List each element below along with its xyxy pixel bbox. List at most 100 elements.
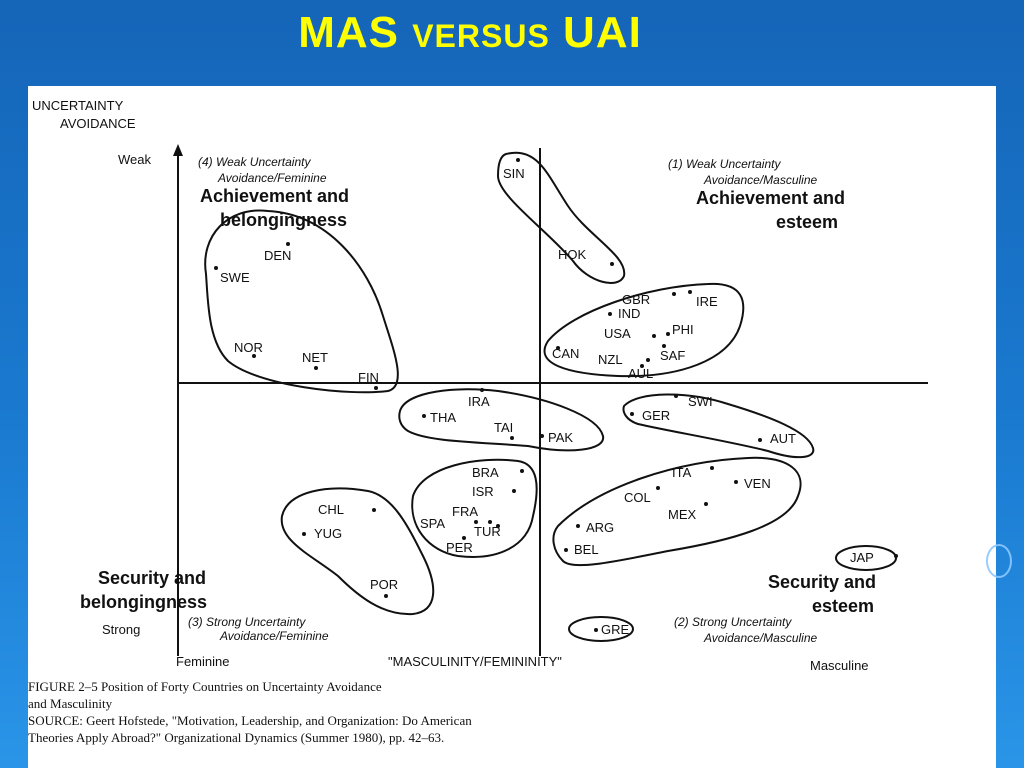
q3-bold2: belongingness [80,592,207,612]
point-chl [372,508,376,512]
country-label: HOK [558,247,587,262]
point-tur [462,536,466,540]
country-label: IRA [468,394,490,409]
country-label: BRA [472,465,499,480]
country-label: ARG [586,520,614,535]
point-gbr [672,292,676,296]
point-gre [594,628,598,632]
country-label: JAP [850,550,874,565]
country-label: CAN [552,346,579,361]
slide-title: MAS VERSUS UAI [0,8,940,58]
country-label: NOR [234,340,263,355]
country-label: BEL [574,542,599,557]
point-nzl [646,358,650,362]
country-label: POR [370,577,398,592]
point-ger [630,412,634,416]
q2-bold2: esteem [812,596,874,616]
point-bra [520,469,524,473]
y-axis-title-2: AVOIDANCE [60,116,136,131]
cluster-germanic [622,393,815,459]
slide-nav-button[interactable] [986,544,1012,578]
country-label: ISR [472,484,494,499]
point-fra [488,520,492,524]
point-ita [710,466,714,470]
y-top-label: Weak [118,152,151,167]
point-spa [474,520,478,524]
point-pak [540,434,544,438]
y-bottom-label: Strong [102,622,140,637]
point-can [556,346,560,350]
point-swi [674,394,678,398]
country-label: THA [430,410,456,425]
cluster-latin-europe [411,458,538,558]
hofstede-figure: UNCERTAINTY AVOIDANCE Weak Strong Femini… [28,86,996,768]
country-label: VEN [744,476,771,491]
cluster-latin-america [552,456,802,567]
point-bel [564,548,568,552]
caption-line3: SOURCE: Geert Hofstede, "Motivation, Lea… [28,713,472,728]
y-axis-arrow [173,144,183,156]
country-points: SIN HOK DEN SWE NOR NET FIN GBR IRE IND … [214,158,898,637]
country-label: YUG [314,526,342,541]
country-label: AUL [628,366,653,381]
point-per [496,524,500,528]
x-right-label: Masculine [810,658,869,673]
q4-bold1: Achievement and [200,186,349,206]
country-label: FIN [358,370,379,385]
cluster-anglo [543,282,745,378]
q1-bold2: esteem [776,212,838,232]
cluster-outlines [204,151,897,642]
point-col [656,486,660,490]
point-tai [510,436,514,440]
country-label: PHI [672,322,694,337]
cluster-sin-hok [496,151,626,284]
q1-bold1: Achievement and [696,188,845,208]
country-label: COL [624,490,651,505]
point-ira [480,388,484,392]
point-arg [576,524,580,528]
point-tha [422,414,426,418]
country-label: DEN [264,248,291,263]
country-label: ITA [672,465,692,480]
q3-bold1: Security and [98,568,206,588]
q2-line1: (2) Strong Uncertainty [674,615,792,629]
title-mas: MAS [298,8,399,57]
point-fin [374,386,378,390]
q1-line1: (1) Weak Uncertainty [668,157,781,171]
point-yug [302,532,306,536]
point-net [314,366,318,370]
cluster-gre [568,616,634,642]
country-label: USA [604,326,631,341]
country-label: SAF [660,348,685,363]
country-label: SIN [503,166,525,181]
caption-line1: FIGURE 2–5 Position of Forty Countries o… [28,679,382,694]
country-label: MEX [668,507,697,522]
title-uai: UAI [563,8,642,57]
point-phi [666,332,670,336]
country-label: GBR [622,292,650,307]
point-usa [652,334,656,338]
y-axis-title-1: UNCERTAINTY [32,98,124,113]
cluster-latin-south [280,487,435,616]
country-label: GER [642,408,670,423]
title-versus: VERSUS [412,18,550,54]
country-label: SWI [688,394,713,409]
country-label: PAK [548,430,573,445]
point-jap [894,554,898,558]
country-label: FRA [452,504,478,519]
figure-caption: FIGURE 2–5 Position of Forty Countries o… [28,678,996,746]
point-ind [608,312,612,316]
point-den [286,242,290,246]
caption-line2: and Masculinity [28,696,113,711]
point-ven [734,480,738,484]
country-label: TAI [494,420,513,435]
q4-line1: (4) Weak Uncertainty [198,155,311,169]
q2-bold1: Security and [768,572,876,592]
x-left-label: Feminine [176,654,229,669]
country-label: PER [446,540,473,555]
point-hok [610,262,614,266]
country-label: NET [302,350,328,365]
q3-line1: (3) Strong Uncertainty [188,615,306,629]
caption-line4: Theories Apply Abroad?" Organizational D… [28,730,445,745]
q2-line2: Avoidance/Masculine [703,631,818,645]
